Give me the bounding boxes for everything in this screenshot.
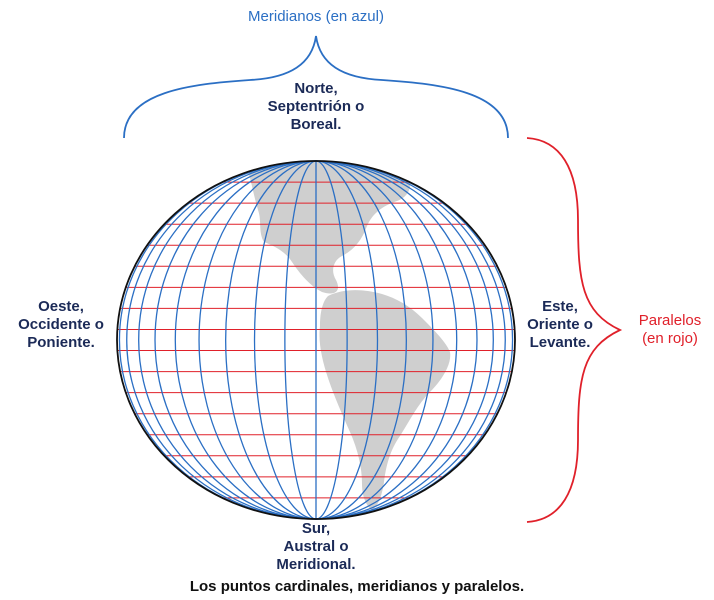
parallels-label: Paralelos (en rojo) <box>638 312 702 347</box>
meridian-line <box>253 160 317 520</box>
meridian-line <box>284 160 317 520</box>
parallels-brace <box>526 137 623 523</box>
meridian-line <box>154 160 317 520</box>
meridian-line <box>315 160 348 520</box>
continents <box>248 161 451 510</box>
south-label: Sur, Austral o Meridional. <box>276 520 356 573</box>
caption: Los puntos cardinales, meridianos y para… <box>189 578 525 595</box>
south-america-shape <box>319 290 451 510</box>
meridian-line <box>315 160 458 520</box>
meridian-line <box>138 160 317 520</box>
meridians-group <box>118 160 514 520</box>
meridian-line <box>225 160 317 520</box>
west-label: Oeste, Occidente o Poniente. <box>18 298 104 351</box>
meridian-line <box>315 160 494 520</box>
meridians-label: Meridianos (en azul) <box>248 8 384 25</box>
north-label: Norte, Septentrión o Boreal. <box>267 80 365 133</box>
meridian-line <box>198 160 317 520</box>
globe-outline <box>116 160 516 520</box>
meridian-line <box>315 160 478 520</box>
meridian-line <box>126 160 317 520</box>
meridian-line <box>315 160 407 520</box>
meridian-line <box>315 160 434 520</box>
meridian-line <box>315 160 379 520</box>
meridian-line <box>174 160 317 520</box>
north-america-shape <box>248 161 411 294</box>
meridian-line <box>315 160 506 520</box>
east-label: Este, Oriente o Levante. <box>527 298 593 351</box>
meridians-brace <box>123 35 509 139</box>
